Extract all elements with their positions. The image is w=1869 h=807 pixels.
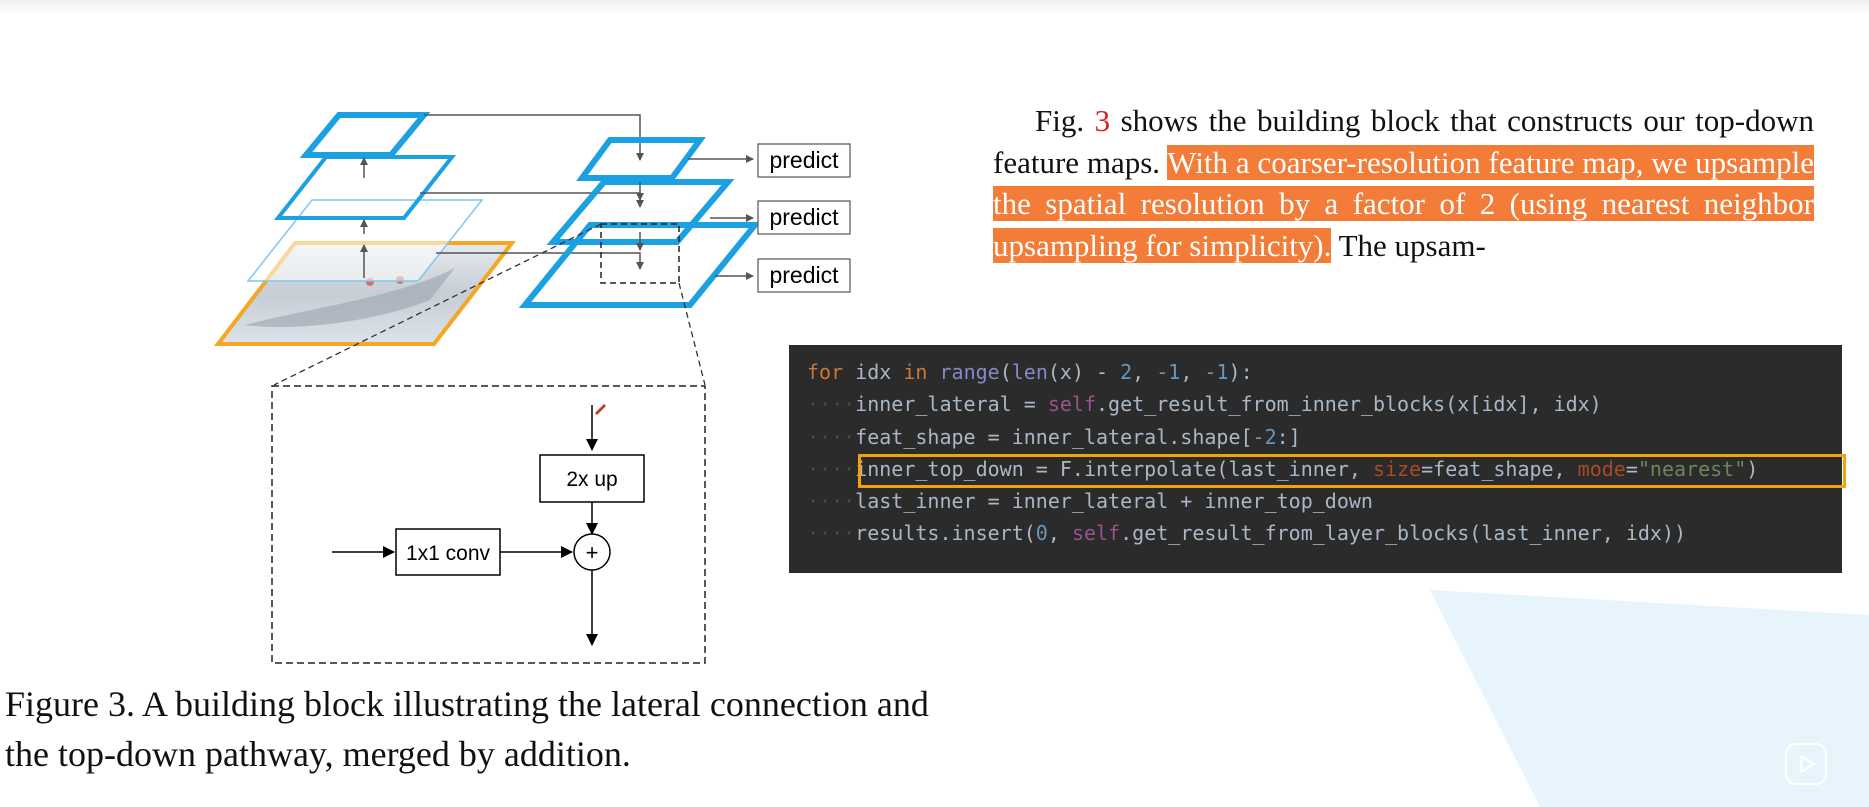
top-down-map-level-1 (518, 222, 762, 308)
bottom-up-pyramid (213, 112, 517, 346)
paragraph-text-2: The upsam- (1331, 227, 1486, 263)
conv-label: 1x1 conv (406, 542, 491, 565)
top-down-map-level-3 (576, 137, 706, 181)
code-line-6: ····results.insert(0, self.get_result_fr… (807, 521, 1687, 546)
predict-label-3: predict (769, 262, 839, 288)
feature-map-level-1 (246, 199, 484, 282)
plus-symbol: + (586, 540, 599, 565)
detail-frame (271, 385, 706, 664)
top-bar (0, 0, 1869, 14)
paper-paragraph: Fig. 3 shows the building block that con… (993, 100, 1814, 266)
predict-box-2: predict (757, 200, 851, 235)
figure-caption: Figure 3. A building block illustrating … (5, 679, 1065, 779)
cursor-icon (595, 404, 606, 415)
figure-reference-link[interactable]: 3 (1094, 103, 1111, 138)
upsample-label: 2x up (566, 468, 617, 491)
fig-prefix: Fig. (1035, 103, 1095, 138)
predict-box-1: predict (757, 143, 851, 178)
code-line-1: for idx in range(len(x) - 2, -1, -1): (807, 360, 1253, 384)
zoom-region (600, 223, 680, 284)
feature-map-level-2 (273, 155, 457, 220)
caption-line-2: the top-down pathway, merged by addition… (5, 734, 631, 774)
building-block-detail: 2x up 1x1 conv + (271, 385, 706, 664)
code-line-5: ····last_inner = inner_lateral + inner_t… (807, 489, 1373, 514)
code-line-4: ····inner_top_down = F.interpolate(last_… (807, 453, 1846, 488)
fpn-figure: predict predict predict 2x up 1x1 conv + (213, 112, 851, 664)
predict-label-1: predict (769, 147, 839, 173)
conv-box (395, 528, 501, 576)
play-icon[interactable] (1785, 743, 1827, 785)
caption-line-1: Figure 3. A building block illustrating … (5, 684, 929, 724)
feature-map-level-3 (299, 112, 431, 158)
predict-label-2: predict (769, 204, 839, 230)
paragraph-text-1: shows the building block that constructs… (993, 103, 1814, 180)
code-line-2: ····inner_lateral = self.get_result_from… (807, 392, 1602, 417)
top-down-pyramid (518, 137, 762, 308)
code-block: for idx in range(len(x) - 2, -1, -1): ··… (789, 345, 1846, 573)
boat-silhouette (245, 268, 455, 328)
predict-box-3: predict (757, 258, 851, 293)
code-line-3: ····feat_shape = inner_lateral.shape[-2:… (807, 424, 1301, 449)
upsample-box (539, 454, 645, 503)
top-down-map-level-2 (546, 179, 735, 245)
play-glyph (1799, 754, 1816, 774)
code-highlight-box (858, 453, 1846, 488)
